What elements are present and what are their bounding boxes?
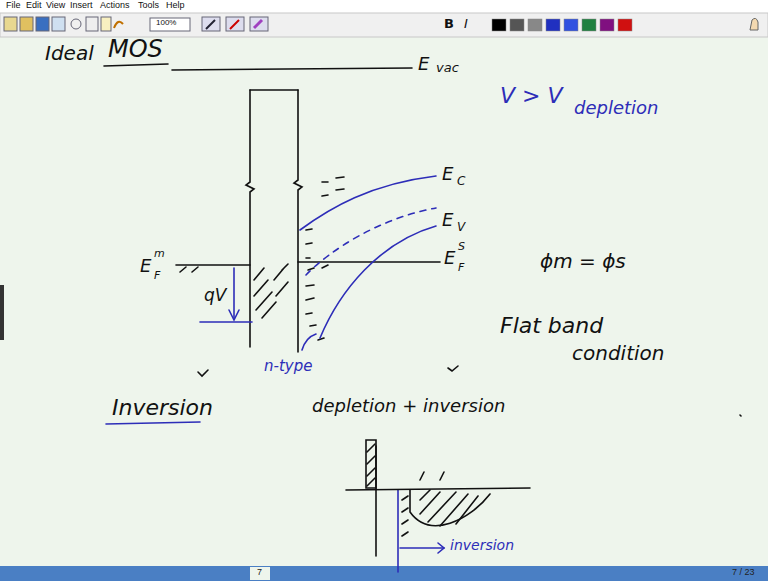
menu-item: Edit	[26, 1, 42, 11]
menu-bar	[0, 0, 768, 13]
energy-symbol: E	[442, 164, 453, 184]
ink-strokes	[104, 64, 440, 352]
blue-ink	[106, 176, 444, 572]
toolbar	[0, 13, 768, 37]
page-bar	[0, 566, 768, 581]
voltage-label: qV	[204, 286, 226, 305]
energy-symbol: E	[140, 256, 151, 276]
energy-symbol: E	[418, 54, 429, 74]
energy-subscript: F	[154, 270, 160, 282]
color-swatches	[492, 19, 632, 31]
section-heading: Inversion	[112, 396, 213, 420]
bias-condition: V > V	[500, 84, 563, 108]
menu-item: File	[6, 1, 21, 11]
energy-subscript: C	[457, 175, 465, 188]
menu-item: View	[46, 1, 65, 11]
charge-diagram	[198, 366, 741, 556]
menu-item: Tools	[138, 1, 159, 11]
menu-item: Actions	[100, 1, 130, 11]
toolbar-icons	[4, 17, 268, 31]
heading-word: MOS	[108, 36, 163, 62]
charge-label: inversion	[450, 538, 514, 553]
condition-note: Flat band	[500, 314, 603, 338]
bias-subscript: depletion	[574, 98, 658, 118]
energy-superscript: m	[154, 248, 165, 260]
condition-note: condition	[572, 342, 664, 364]
hand-icon	[750, 18, 758, 30]
energy-superscript: S	[458, 241, 465, 253]
page-tab-number: 7	[257, 568, 262, 578]
energy-subscript: F	[458, 262, 464, 274]
menu-item: Insert	[70, 1, 93, 11]
energy-symbol: E	[444, 248, 455, 268]
energy-subscript: vac	[436, 61, 459, 75]
page-tab	[250, 567, 270, 580]
page-number: 7 / 23	[732, 568, 755, 578]
section-note: depletion + inversion	[312, 396, 505, 416]
side-tab	[0, 285, 4, 340]
energy-symbol: E	[442, 210, 453, 230]
menu-item: Help	[166, 1, 185, 11]
heading-word: Ideal	[45, 42, 94, 64]
italic-button: I	[464, 17, 468, 31]
bold-button: B	[444, 17, 454, 31]
work-function-note: ϕm = ϕs	[540, 250, 626, 272]
energy-subscript: V	[457, 221, 465, 234]
doping-label: n-type	[264, 358, 312, 375]
zoom-value: 100%	[156, 19, 176, 28]
